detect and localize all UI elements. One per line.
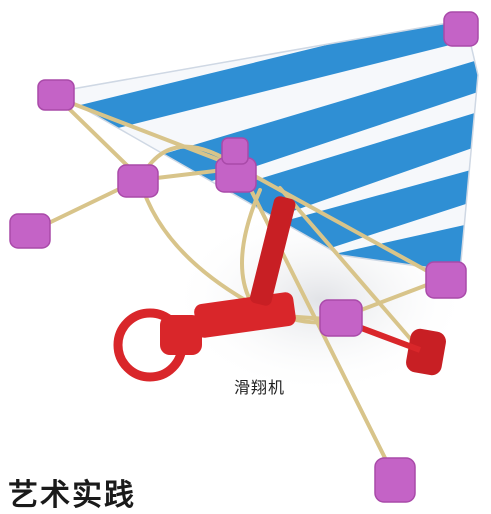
image-caption: 滑翔机 — [234, 378, 286, 397]
red-fuselage — [113, 196, 446, 382]
striped-sail — [52, 19, 479, 273]
section-heading: 艺术实践 — [8, 478, 136, 513]
pink-connectors — [9, 11, 479, 503]
